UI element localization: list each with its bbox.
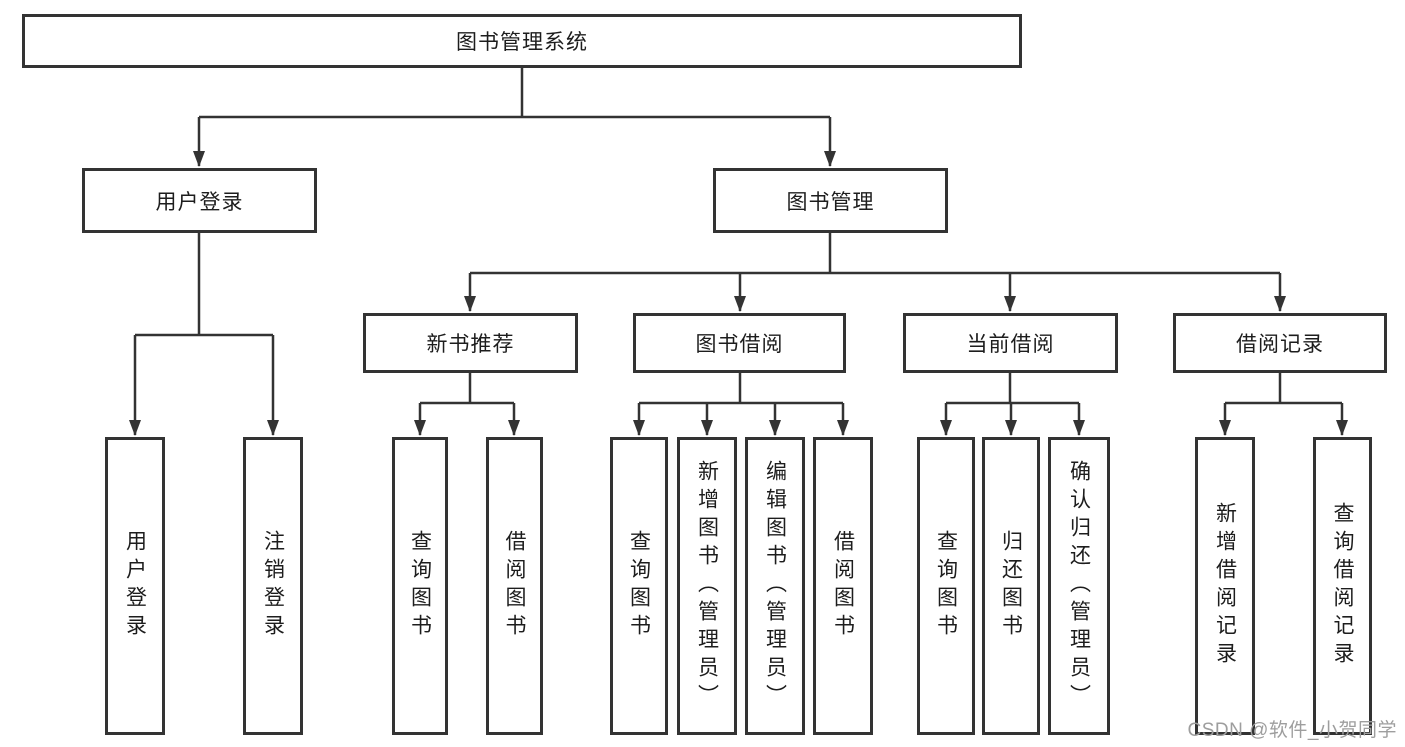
node-book-management: 图书管理 <box>713 168 948 233</box>
leaf-newbooks-query: 查询图书 <box>392 437 448 735</box>
leaf-newbooks-borrow: 借阅图书 <box>486 437 543 735</box>
csdn-watermark: CSDN @软件_小贺同学 <box>1187 720 1397 741</box>
node-root-system: 图书管理系统 <box>22 14 1022 68</box>
leaf-logout: 注销登录 <box>243 437 303 735</box>
node-user-login: 用户登录 <box>82 168 317 233</box>
leaf-current-return: 归还图书 <box>982 437 1040 735</box>
leaf-borrow-query: 查询图书 <box>610 437 668 735</box>
leaf-records-add: 新增借阅记录 <box>1195 437 1255 735</box>
node-new-book-recommend: 新书推荐 <box>363 313 578 373</box>
leaf-borrow-edit-admin: 编辑图书（管理员） <box>745 437 805 735</box>
leaf-borrow-borrow: 借阅图书 <box>813 437 873 735</box>
node-current-borrow: 当前借阅 <box>903 313 1118 373</box>
leaf-current-query: 查询图书 <box>917 437 975 735</box>
node-borrow-records: 借阅记录 <box>1173 313 1387 373</box>
leaf-records-query: 查询借阅记录 <box>1313 437 1372 735</box>
leaf-current-confirm-admin: 确认归还（管理员） <box>1048 437 1110 735</box>
leaf-user-login: 用户登录 <box>105 437 165 735</box>
node-book-borrow: 图书借阅 <box>633 313 846 373</box>
leaf-borrow-add-admin: 新增图书（管理员） <box>677 437 737 735</box>
